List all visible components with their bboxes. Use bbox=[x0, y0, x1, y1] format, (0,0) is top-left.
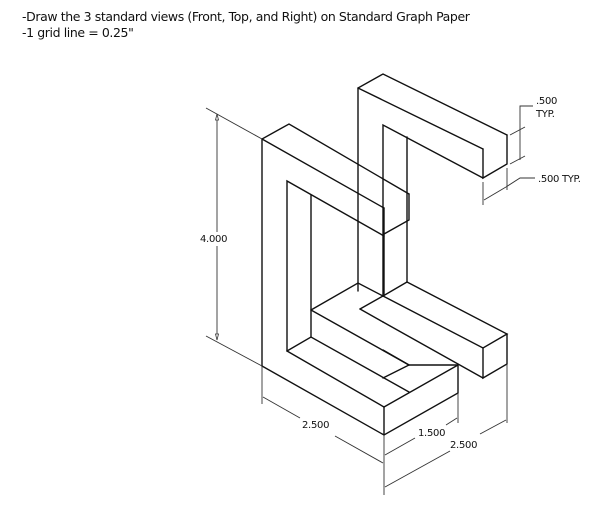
dim-thickness-horizontal-label: .500 TYP. bbox=[538, 174, 581, 185]
dimension-overall-right: 2.500 bbox=[384, 364, 508, 488]
dim-overall-right-label: 2.500 bbox=[450, 440, 477, 451]
instruction-line-1: -Draw the 3 standard views (Front, Top, … bbox=[22, 9, 470, 24]
instructions: -Draw the 3 standard views (Front, Top, … bbox=[22, 9, 470, 41]
part-outline bbox=[261, 73, 509, 436]
dim-thickness-vertical-note: TYP. bbox=[535, 109, 555, 120]
dim-base-left-label: 2.500 bbox=[302, 420, 329, 431]
dimension-base-front: 1.500 bbox=[384, 393, 459, 456]
dim-thickness-vertical-label: .500 bbox=[536, 96, 557, 107]
dimension-thickness-vertical: .500 TYP. bbox=[509, 96, 557, 165]
dimension-height: 4.000 bbox=[200, 107, 263, 367]
instruction-line-2: -1 grid line = 0.25" bbox=[22, 25, 134, 40]
dimension-thickness-horizontal: .500 TYP. bbox=[482, 168, 581, 205]
dim-height-label: 4.000 bbox=[200, 234, 227, 245]
dim-base-front-label: 1.500 bbox=[418, 428, 445, 439]
dimension-base-left: 2.500 bbox=[261, 366, 385, 495]
